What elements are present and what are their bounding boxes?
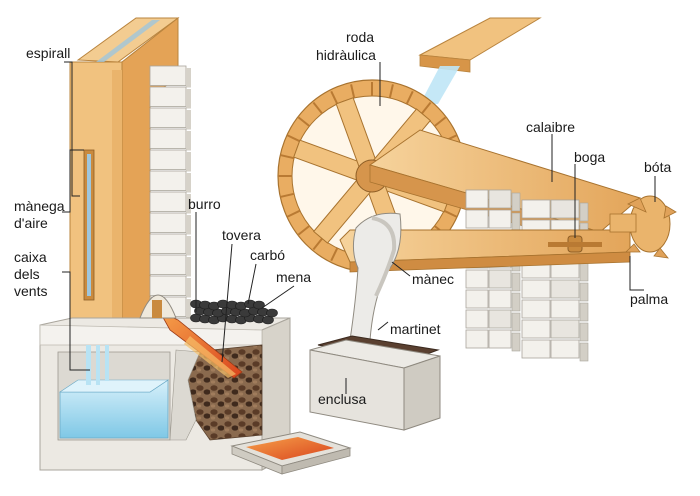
wheel-paddle bbox=[350, 84, 356, 99]
label-mena: mena bbox=[276, 269, 311, 285]
stone-block bbox=[149, 275, 187, 296]
forge bbox=[39, 16, 352, 475]
wheel-paddle bbox=[443, 209, 458, 218]
stone-block bbox=[521, 299, 551, 319]
cam-hub bbox=[609, 195, 677, 259]
stone-block bbox=[521, 339, 551, 359]
label-burro: burro bbox=[188, 196, 221, 212]
label-manec: mànec bbox=[412, 271, 454, 287]
label-caixa-line2: dels bbox=[14, 266, 40, 282]
stone-block bbox=[488, 189, 512, 209]
stone-block bbox=[521, 199, 551, 219]
stone-block bbox=[488, 209, 512, 229]
label-enclusa: enclusa bbox=[318, 391, 366, 407]
wheel-paddle bbox=[286, 134, 301, 143]
label-caixa-line3: vents bbox=[14, 283, 47, 299]
stone-block bbox=[149, 65, 187, 86]
stone-block bbox=[149, 233, 187, 254]
stone-block bbox=[488, 269, 512, 289]
stone-block bbox=[465, 209, 489, 229]
label-espirall: espirall bbox=[26, 45, 70, 61]
stone-block bbox=[149, 170, 187, 191]
label-manega-line1: mànega bbox=[14, 198, 65, 214]
coal-lump bbox=[266, 308, 278, 318]
leader-lines bbox=[62, 61, 656, 394]
stone-block bbox=[465, 309, 489, 329]
label-calaibre: calaibre bbox=[526, 119, 575, 135]
stone-block bbox=[149, 254, 187, 275]
wheel-paddle bbox=[405, 90, 414, 105]
molten-tray bbox=[230, 431, 352, 475]
stone-block bbox=[550, 339, 580, 359]
stone-column bbox=[149, 65, 191, 319]
label-tovera: tovera bbox=[222, 227, 261, 243]
water-chute bbox=[418, 17, 542, 104]
stone-block bbox=[149, 128, 187, 149]
label-roda-line1: roda bbox=[346, 29, 374, 45]
stone-block bbox=[149, 212, 187, 233]
stone-block bbox=[465, 189, 489, 209]
stone-block bbox=[550, 299, 580, 319]
stone-block bbox=[488, 309, 512, 329]
hammer-handle bbox=[339, 229, 631, 273]
stone-block bbox=[465, 329, 489, 349]
wheel-paddle bbox=[330, 90, 339, 105]
anvil bbox=[309, 335, 441, 431]
tuyere bbox=[159, 311, 243, 379]
labels: espirall mànega d'aire caixa dels vents … bbox=[14, 29, 671, 407]
stone-block bbox=[149, 191, 187, 212]
stone-block bbox=[149, 149, 187, 170]
label-roda-line2: hidràulica bbox=[316, 47, 376, 63]
stone-block bbox=[488, 289, 512, 309]
label-martinet: martinet bbox=[390, 321, 441, 337]
label-boga: boga bbox=[574, 149, 605, 165]
wheel-paddle bbox=[421, 101, 432, 115]
wheel-paddle bbox=[297, 116, 311, 127]
label-bota: bóta bbox=[644, 159, 671, 175]
wheel-paddle bbox=[280, 154, 295, 160]
stone-block bbox=[521, 319, 551, 339]
wheel-paddle bbox=[312, 101, 323, 115]
wheel-paddle bbox=[388, 84, 394, 99]
stone-block bbox=[149, 107, 187, 128]
hammer-mill bbox=[277, 17, 677, 431]
stone-block bbox=[550, 279, 580, 299]
stone-block bbox=[465, 289, 489, 309]
label-manega-line2: d'aire bbox=[14, 215, 48, 231]
stone-block bbox=[550, 199, 580, 219]
trip-hammer bbox=[349, 212, 402, 341]
coal-lump bbox=[253, 300, 265, 310]
stone-pillar-left bbox=[465, 189, 521, 352]
wheel-paddle bbox=[286, 209, 301, 218]
stone-block bbox=[488, 329, 512, 349]
wheel-paddle bbox=[330, 247, 339, 262]
wheel-paddle bbox=[433, 116, 447, 127]
label-carbo: carbó bbox=[250, 247, 285, 263]
wheel-paddle bbox=[312, 237, 323, 251]
coal-pile bbox=[190, 299, 278, 325]
stone-block bbox=[521, 279, 551, 299]
stone-pillar-right bbox=[521, 199, 589, 362]
stone-block bbox=[149, 86, 187, 107]
wheel-paddle bbox=[280, 192, 295, 198]
stone-block bbox=[465, 269, 489, 289]
label-palma: palma bbox=[630, 291, 668, 307]
forge-base bbox=[39, 317, 291, 471]
stone-block bbox=[550, 319, 580, 339]
label-caixa-line1: caixa bbox=[14, 249, 47, 265]
wheel-paddle bbox=[297, 225, 311, 236]
